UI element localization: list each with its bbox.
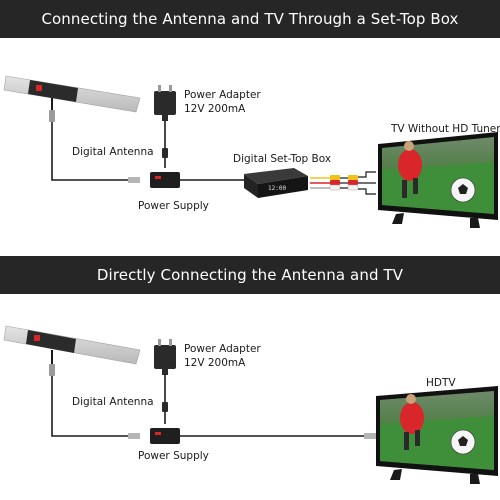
power-supply-label: Power Supply [138, 450, 209, 462]
rca-cable-icon [310, 171, 376, 195]
antenna-cable [51, 122, 130, 181]
tv-label: TV Without HD Tuner [391, 123, 500, 135]
section-1-title: Connecting the Antenna and TV Through a … [41, 10, 459, 28]
digital-antenna-label: Digital Antenna [72, 146, 154, 158]
coax-connector [128, 433, 140, 439]
coax-connector [364, 433, 376, 439]
power-supply-icon [150, 428, 180, 444]
section-2-title: Directly Connecting the Antenna and TV [96, 266, 404, 284]
antenna-cable [51, 376, 130, 437]
hdtv-label: HDTV [426, 377, 456, 389]
section-1-title-banner: Connecting the Antenna and TV Through a … [0, 0, 500, 38]
antenna-icon [3, 75, 141, 122]
power-supply-icon [150, 172, 180, 188]
power-adapter-spec-label: 12V 200mA [184, 103, 246, 115]
section-2-title-banner: Directly Connecting the Antenna and TV [0, 256, 500, 294]
set-top-box-label: Digital Set-Top Box [233, 153, 332, 165]
power-adapter-label: Power Adapter [184, 89, 261, 101]
power-adapter-icon [154, 85, 176, 121]
power-supply-label: Power Supply [138, 200, 209, 212]
tv-icon [378, 132, 498, 228]
antenna-icon [3, 325, 141, 376]
power-adapter-icon [154, 339, 176, 375]
power-adapter-spec-label: 12V 200mA [184, 357, 246, 369]
power-adapter-label: Power Adapter [184, 343, 261, 355]
set-top-box-icon: 12:00 [244, 168, 308, 198]
tv-icon [376, 386, 498, 484]
coax-connector [128, 177, 140, 183]
set-top-box-display: 12:00 [268, 185, 286, 192]
digital-antenna-label: Digital Antenna [72, 396, 154, 408]
